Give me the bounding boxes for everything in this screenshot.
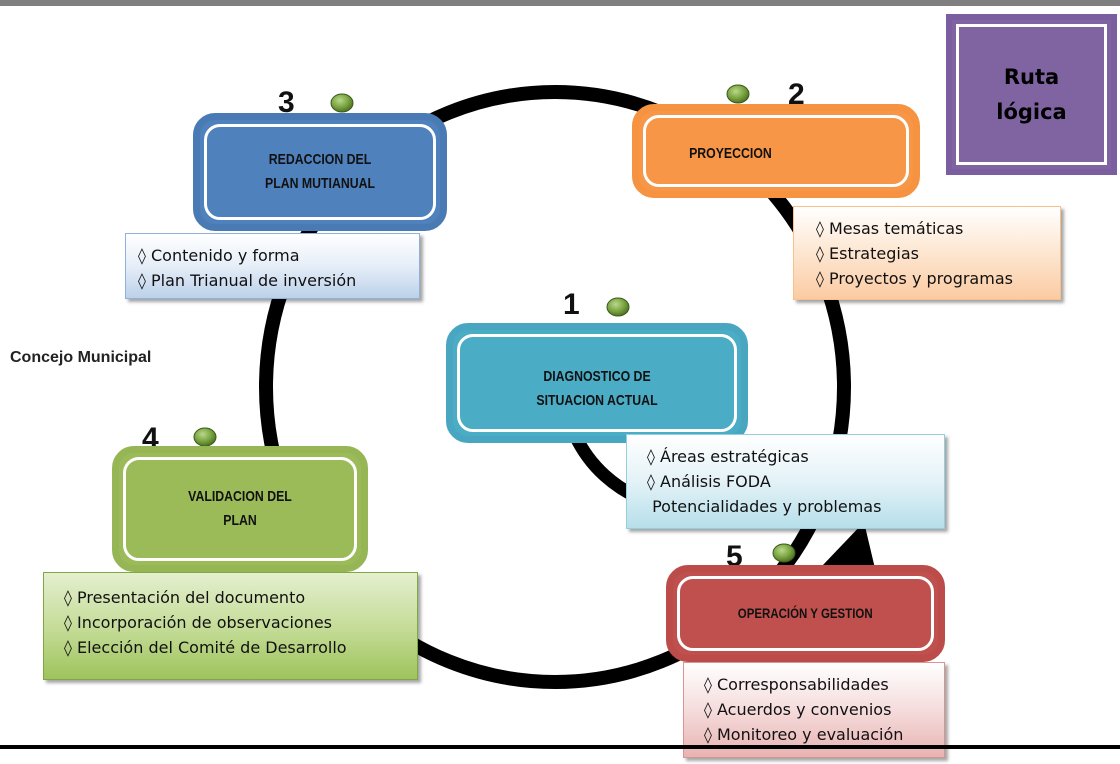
stage-1-item: ◊ Áreas estratégicas bbox=[647, 447, 809, 466]
stage-2-info-box: ◊ Mesas temáticas ◊ Estrategias ◊ Proyec… bbox=[793, 206, 1061, 300]
stage-5-item: ◊ Acuerdos y convenios bbox=[704, 700, 892, 719]
stage-3-title: REDACCION DEL PLAN MUTIANUAL bbox=[264, 151, 376, 192]
stage-2-item: ◊ Proyectos y programas bbox=[816, 269, 1013, 288]
concejo-municipal-label: Concejo Municipal bbox=[10, 349, 152, 366]
stage-5-info-box: ◊ Corresponsabilidades ◊ Acuerdos y conv… bbox=[683, 662, 945, 758]
bead-marker bbox=[726, 84, 750, 104]
stage-2-number: 2 bbox=[788, 78, 805, 111]
stage-3-number: 3 bbox=[278, 86, 295, 119]
stage-1-info-box: ◊ Áreas estratégicas ◊ Análisis FODA Pot… bbox=[626, 434, 945, 529]
stage-4-item: ◊ Incorporación de observaciones bbox=[64, 613, 333, 632]
stage-2-item: ◊ Estrategias bbox=[816, 244, 919, 263]
stage-3-item: ◊ Plan Trianual de inversión bbox=[138, 271, 357, 290]
stage-2-title: PROYECCION bbox=[689, 145, 772, 162]
bottom-border bbox=[0, 745, 1120, 749]
ruta-logica-title: Ruta lógica bbox=[996, 64, 1067, 124]
bead-marker bbox=[193, 427, 217, 447]
cycle-ring bbox=[259, 85, 851, 689]
bead-marker bbox=[606, 297, 630, 317]
stage-1-title: DIAGNOSTICO DE SITUACION ACTUAL bbox=[536, 368, 658, 409]
stage-3-info-box: ◊ Contenido y forma ◊ Plan Trianual de i… bbox=[125, 233, 420, 299]
stage-2-box: PROYECCION bbox=[632, 104, 920, 198]
stage-4-title: VALIDACION DEL PLAN bbox=[188, 488, 292, 529]
stage-5-item: ◊ Corresponsabilidades bbox=[704, 675, 889, 694]
top-border bbox=[0, 0, 1120, 6]
stage-5-number: 5 bbox=[726, 540, 743, 573]
stage-1-number: 1 bbox=[563, 288, 580, 321]
stage-5-box: OPERACIÓN Y GESTION bbox=[666, 565, 945, 662]
stage-5-title: OPERACIÓN Y GESTION bbox=[738, 605, 873, 622]
stage-4-item: ◊ Presentación del documento bbox=[64, 588, 306, 607]
stage-4-item: ◊ Elección del Comité de Desarrollo bbox=[64, 638, 347, 657]
bead-marker bbox=[772, 543, 796, 563]
stage-4-box: VALIDACION DEL PLAN bbox=[112, 446, 368, 572]
stage-1-item: ◊ Análisis FODA bbox=[647, 472, 771, 491]
stage-3-box: REDACCION DEL PLAN MUTIANUAL bbox=[193, 113, 447, 231]
stage-4-info-box: ◊ Presentación del documento ◊ Incorpora… bbox=[43, 572, 418, 680]
ruta-logica-box: Ruta lógica bbox=[946, 14, 1117, 175]
stage-1-box: DIAGNOSTICO DE SITUACION ACTUAL bbox=[446, 323, 748, 443]
bead-marker bbox=[330, 93, 354, 113]
stage-2-item: ◊ Mesas temáticas bbox=[816, 219, 964, 238]
stage-3-item: ◊ Contenido y forma bbox=[138, 246, 300, 265]
stage-5-item: ◊ Monitoreo y evaluación bbox=[704, 725, 904, 744]
stage-1-item: Potencialidades y problemas bbox=[647, 497, 882, 516]
